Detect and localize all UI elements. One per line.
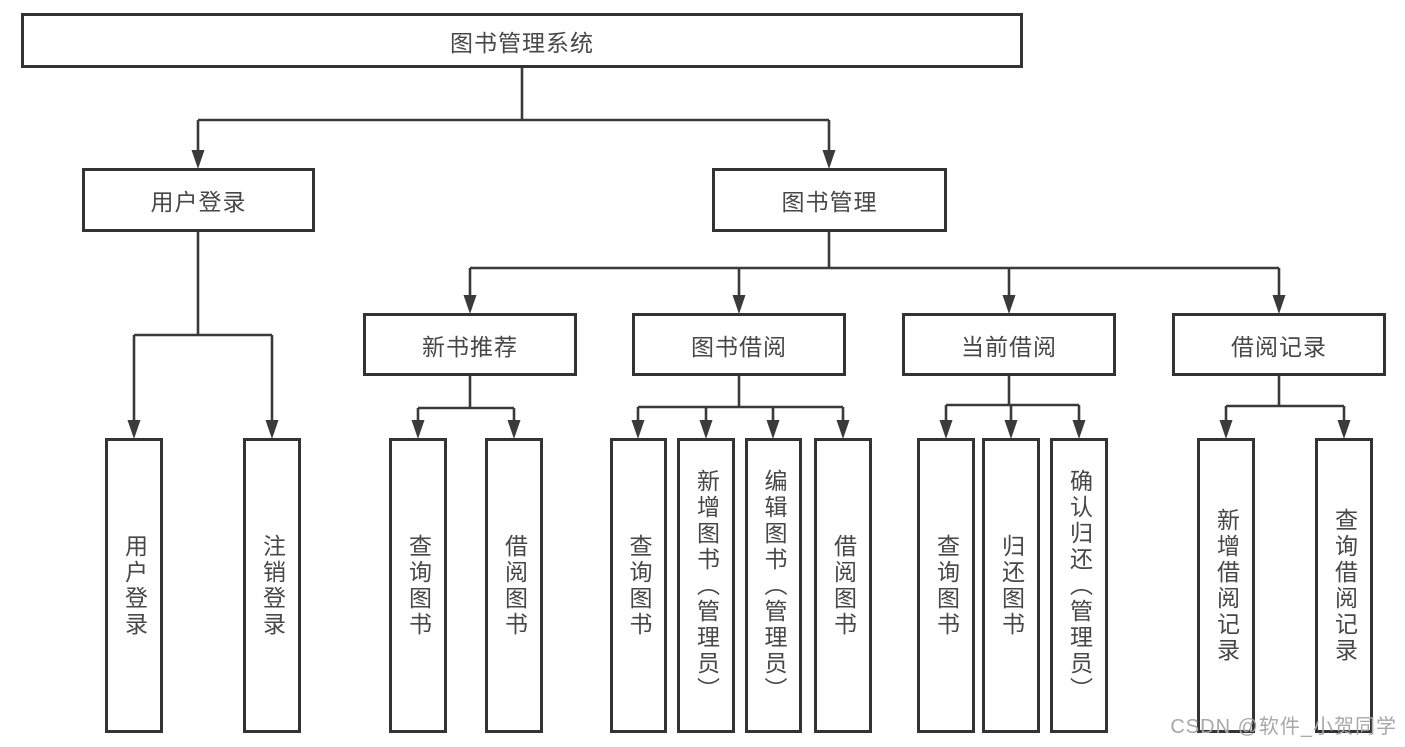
leaf-query-borrow-record: 查询借阅记录 <box>1315 438 1373 733</box>
node-new-book-recommend-label: 新书推荐 <box>422 333 518 360</box>
leaf-logout: 注销登录 <box>243 438 301 733</box>
node-book-borrowing: 图书借阅 <box>632 313 846 376</box>
connector-root <box>196 68 831 152</box>
node-book-management: 图书管理 <box>712 168 947 232</box>
connector-borrowing-records <box>1224 376 1346 422</box>
leaf-edit-book-admin-label: 编辑图书（管理员） <box>761 468 787 703</box>
node-current-borrowing: 当前借阅 <box>902 313 1116 376</box>
leaf-return-book-label: 归还图书 <box>998 533 1025 638</box>
leaf-return-book: 归还图书 <box>982 438 1040 733</box>
leaf-query-books-borrowing-label: 查询图书 <box>626 533 652 638</box>
leaf-user-login: 用户登录 <box>105 438 163 733</box>
node-user-login-label: 用户登录 <box>150 189 247 215</box>
arrowheads <box>127 150 1351 439</box>
leaf-add-borrow-record-label: 新增借阅记录 <box>1213 507 1240 664</box>
leaf-user-login-label: 用户登录 <box>121 533 148 638</box>
leaf-query-books-recommend-label: 查询图书 <box>405 533 432 638</box>
leaf-query-books-current-label: 查询图书 <box>933 533 960 638</box>
leaf-edit-book-admin: 编辑图书（管理员） <box>745 438 802 733</box>
leaf-borrow-books: 借阅图书 <box>814 438 872 733</box>
node-root: 图书管理系统 <box>21 13 1023 68</box>
leaf-query-borrow-record-label: 查询借阅记录 <box>1331 507 1358 664</box>
node-book-management-label: 图书管理 <box>781 189 878 215</box>
leaf-query-books-borrowing: 查询图书 <box>610 438 667 733</box>
csdn-watermark: CSDN @软件_小贺同学 <box>1170 716 1397 738</box>
leaf-logout-label: 注销登录 <box>259 533 286 638</box>
node-borrowing-records-label: 借阅记录 <box>1231 333 1327 360</box>
node-user-login: 用户登录 <box>82 168 315 232</box>
leaf-add-book-admin-label: 新增图书（管理员） <box>693 468 720 703</box>
connector-current-borrowing <box>944 376 1081 422</box>
node-current-borrowing-label: 当前借阅 <box>961 333 1057 360</box>
leaf-query-books-current: 查询图书 <box>917 438 975 733</box>
connector-user-login <box>132 232 274 422</box>
leaf-borrow-books-recommend-label: 借阅图书 <box>501 533 528 638</box>
leaf-query-books-recommend: 查询图书 <box>389 438 447 733</box>
leaf-confirm-return-admin-label: 确认归还（管理员） <box>1066 468 1093 703</box>
node-new-book-recommend: 新书推荐 <box>363 313 577 376</box>
leaf-confirm-return-admin: 确认归还（管理员） <box>1050 438 1108 733</box>
leaf-add-book-admin: 新增图书（管理员） <box>677 438 735 733</box>
leaf-borrow-books-recommend: 借阅图书 <box>485 438 543 733</box>
leaf-add-borrow-record: 新增借阅记录 <box>1197 438 1255 733</box>
node-root-label: 图书管理系统 <box>450 29 594 56</box>
connector-book-management <box>468 232 1281 297</box>
node-book-borrowing-label: 图书借阅 <box>691 333 787 360</box>
connector-new-book-recommend <box>416 376 516 422</box>
node-borrowing-records: 借阅记录 <box>1172 313 1386 376</box>
leaf-borrow-books-label: 借阅图书 <box>830 533 857 638</box>
connector-book-borrowing <box>636 376 845 422</box>
